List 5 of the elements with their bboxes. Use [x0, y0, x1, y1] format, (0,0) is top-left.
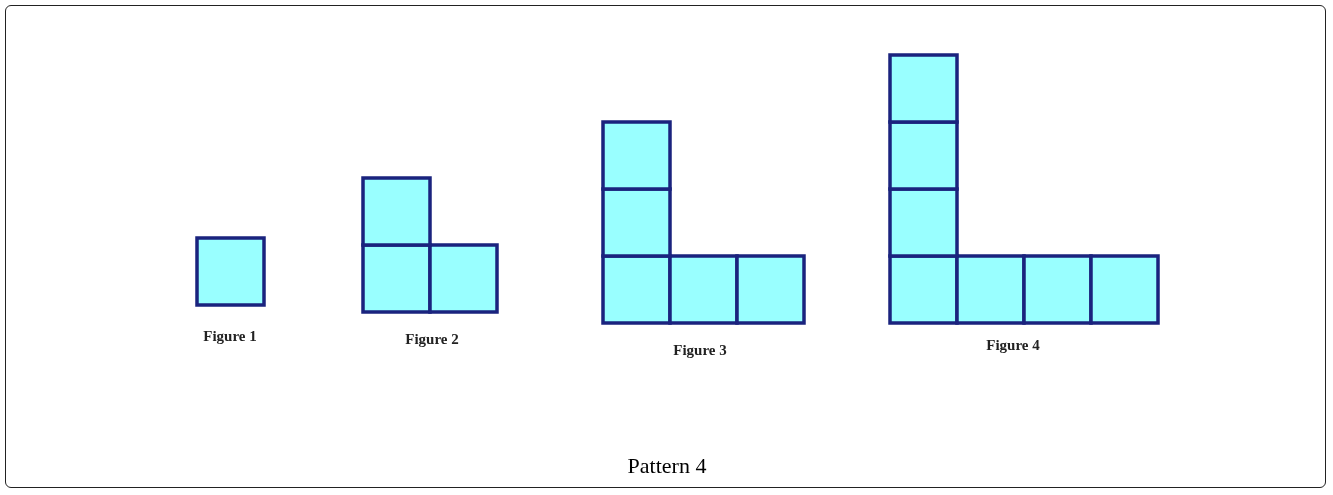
caption: Pattern 4	[627, 453, 707, 479]
figure-label: Figure 3	[673, 342, 727, 359]
figure-label: Figure 2	[405, 331, 459, 348]
figure-label: Figure 4	[986, 337, 1040, 354]
figure-label: Figure 1	[203, 328, 257, 345]
